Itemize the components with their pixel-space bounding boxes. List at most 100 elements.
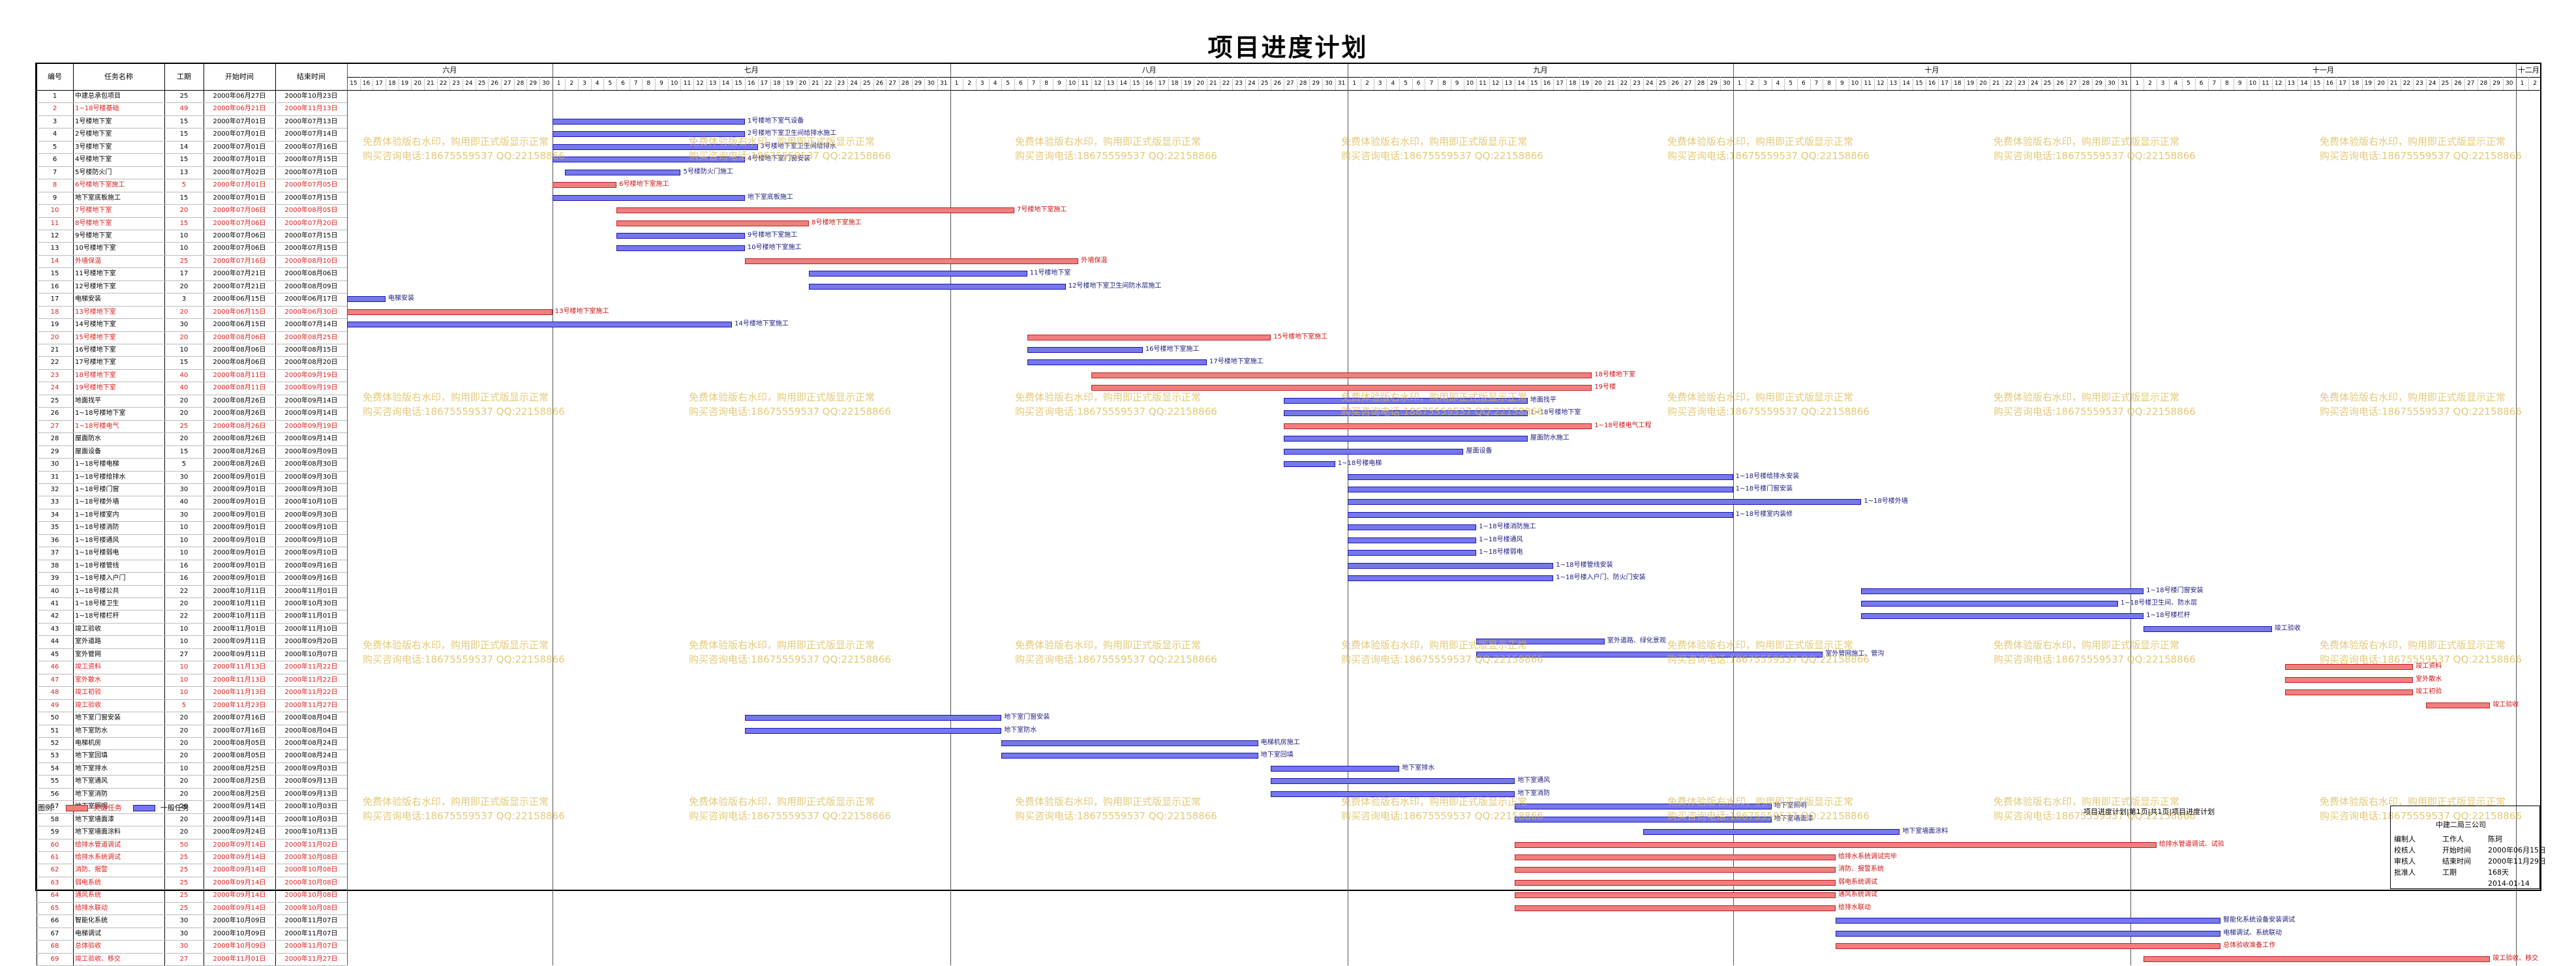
task-bar[interactable] — [1027, 347, 1143, 353]
task-bar[interactable] — [1001, 740, 1258, 746]
task-bar[interactable] — [1271, 778, 1515, 785]
task-end-cell: 2000年11月01日 — [284, 587, 338, 595]
task-bar[interactable] — [1348, 575, 1554, 582]
task-bar[interactable] — [1027, 334, 1271, 340]
task-bar[interactable] — [1515, 892, 1836, 899]
day-label: 14 — [721, 80, 730, 87]
task-bar[interactable] — [1348, 537, 1477, 543]
day-grid-line — [578, 77, 579, 90]
table-col-line — [164, 64, 165, 966]
task-bar[interactable] — [347, 322, 733, 328]
task-bar[interactable] — [1643, 829, 1900, 836]
title-block-role: 批准人 — [2394, 868, 2416, 877]
day-label: 21 — [427, 80, 434, 87]
task-bar[interactable] — [744, 258, 1079, 264]
day-label: 22 — [1222, 80, 1230, 87]
task-dur-cell: 49 — [179, 105, 189, 113]
task-id-cell: 33 — [50, 498, 59, 506]
task-bar[interactable] — [1091, 372, 1592, 378]
day-grid-line — [1322, 77, 1324, 90]
task-bar[interactable] — [1348, 499, 1862, 506]
task-bar[interactable] — [1348, 550, 1477, 556]
day-label: 16 — [1543, 80, 1551, 87]
task-bar[interactable] — [347, 296, 386, 303]
task-bar[interactable] — [1836, 943, 2221, 950]
task-bar[interactable] — [1284, 448, 1464, 455]
task-bar[interactable] — [1284, 423, 1592, 429]
table-row-line — [37, 102, 347, 104]
task-bar[interactable] — [616, 232, 745, 239]
task-bar[interactable] — [1348, 486, 1733, 492]
task-bar[interactable] — [552, 194, 745, 201]
task-bar[interactable] — [2284, 676, 2414, 683]
task-bar[interactable] — [552, 143, 758, 150]
task-bar-label: 1~18号楼弱电 — [1479, 549, 1523, 556]
task-bar[interactable] — [744, 727, 1002, 734]
task-bar[interactable] — [1515, 854, 1836, 860]
task-id-cell: 50 — [50, 714, 59, 722]
task-bar[interactable] — [1861, 613, 2144, 620]
task-end-cell: 2000年11月27日 — [284, 701, 338, 709]
task-bar[interactable] — [1515, 804, 1772, 810]
task-bar[interactable] — [1348, 474, 1733, 480]
task-bar[interactable] — [2425, 702, 2491, 708]
task-bar[interactable] — [1515, 816, 1772, 823]
task-bar[interactable] — [1284, 461, 1335, 468]
day-label: 15 — [735, 80, 742, 87]
task-bar[interactable] — [1476, 639, 1605, 645]
day-grid-line — [2348, 77, 2350, 90]
task-bar[interactable] — [1348, 562, 1554, 569]
task-bar-label: 1~18号楼栏杆 — [2146, 612, 2190, 620]
task-bar[interactable] — [1271, 791, 1515, 797]
task-bar[interactable] — [1515, 905, 1836, 911]
task-bar[interactable] — [2144, 626, 2272, 632]
task-bar[interactable] — [347, 309, 553, 315]
task-bar[interactable] — [1284, 410, 1528, 417]
day-label: 9 — [2237, 80, 2242, 87]
task-end-cell: 2000年09月10日 — [284, 524, 338, 532]
task-id-cell: 28 — [50, 435, 59, 443]
task-bar[interactable] — [1271, 765, 1400, 772]
task-bar[interactable] — [744, 715, 1002, 721]
task-bar[interactable] — [552, 182, 617, 189]
task-bar[interactable] — [1348, 524, 1477, 531]
task-bar[interactable] — [1091, 385, 1592, 391]
task-bar[interactable] — [2284, 664, 2414, 671]
task-bar[interactable] — [616, 207, 1014, 214]
task-bar[interactable] — [1836, 918, 2221, 924]
task-bar[interactable] — [1001, 753, 1258, 759]
task-bar[interactable] — [1836, 930, 2221, 937]
task-bar[interactable] — [2284, 689, 2414, 696]
task-bar[interactable] — [565, 169, 681, 175]
task-id-cell: 10 — [50, 207, 59, 215]
task-dur-cell: 25 — [179, 892, 189, 899]
task-bar[interactable] — [1861, 601, 2118, 607]
day-label: 7 — [2212, 80, 2217, 87]
task-bar[interactable] — [1515, 841, 2157, 848]
task-bar[interactable] — [2144, 956, 2491, 962]
task-bar[interactable] — [1027, 359, 1207, 366]
title-block-date: 2014-01-14 — [2488, 879, 2530, 888]
task-bar[interactable] — [1515, 879, 1836, 886]
task-bar[interactable] — [1348, 511, 1733, 518]
table-row-line — [37, 254, 347, 256]
day-label: 28 — [2479, 80, 2488, 87]
task-id-cell: 14 — [50, 257, 59, 265]
task-id-cell: 1 — [52, 93, 57, 100]
task-bar[interactable] — [552, 131, 745, 138]
task-start-cell: 2000年08月06日 — [213, 359, 266, 367]
task-bar[interactable] — [809, 283, 1066, 290]
task-bar[interactable] — [809, 271, 1027, 277]
task-bar[interactable] — [616, 220, 810, 226]
table-col-line — [73, 64, 74, 966]
task-bar[interactable] — [1284, 397, 1528, 404]
task-bar[interactable] — [616, 245, 745, 252]
task-bar[interactable] — [1861, 588, 2144, 594]
task-dur-cell: 3 — [181, 295, 187, 303]
task-bar[interactable] — [552, 157, 745, 163]
day-label: 31 — [2120, 80, 2129, 87]
task-bar[interactable] — [1284, 436, 1528, 442]
task-bar[interactable] — [1515, 867, 1836, 873]
task-bar[interactable] — [552, 118, 745, 125]
task-bar[interactable] — [1476, 651, 1823, 657]
